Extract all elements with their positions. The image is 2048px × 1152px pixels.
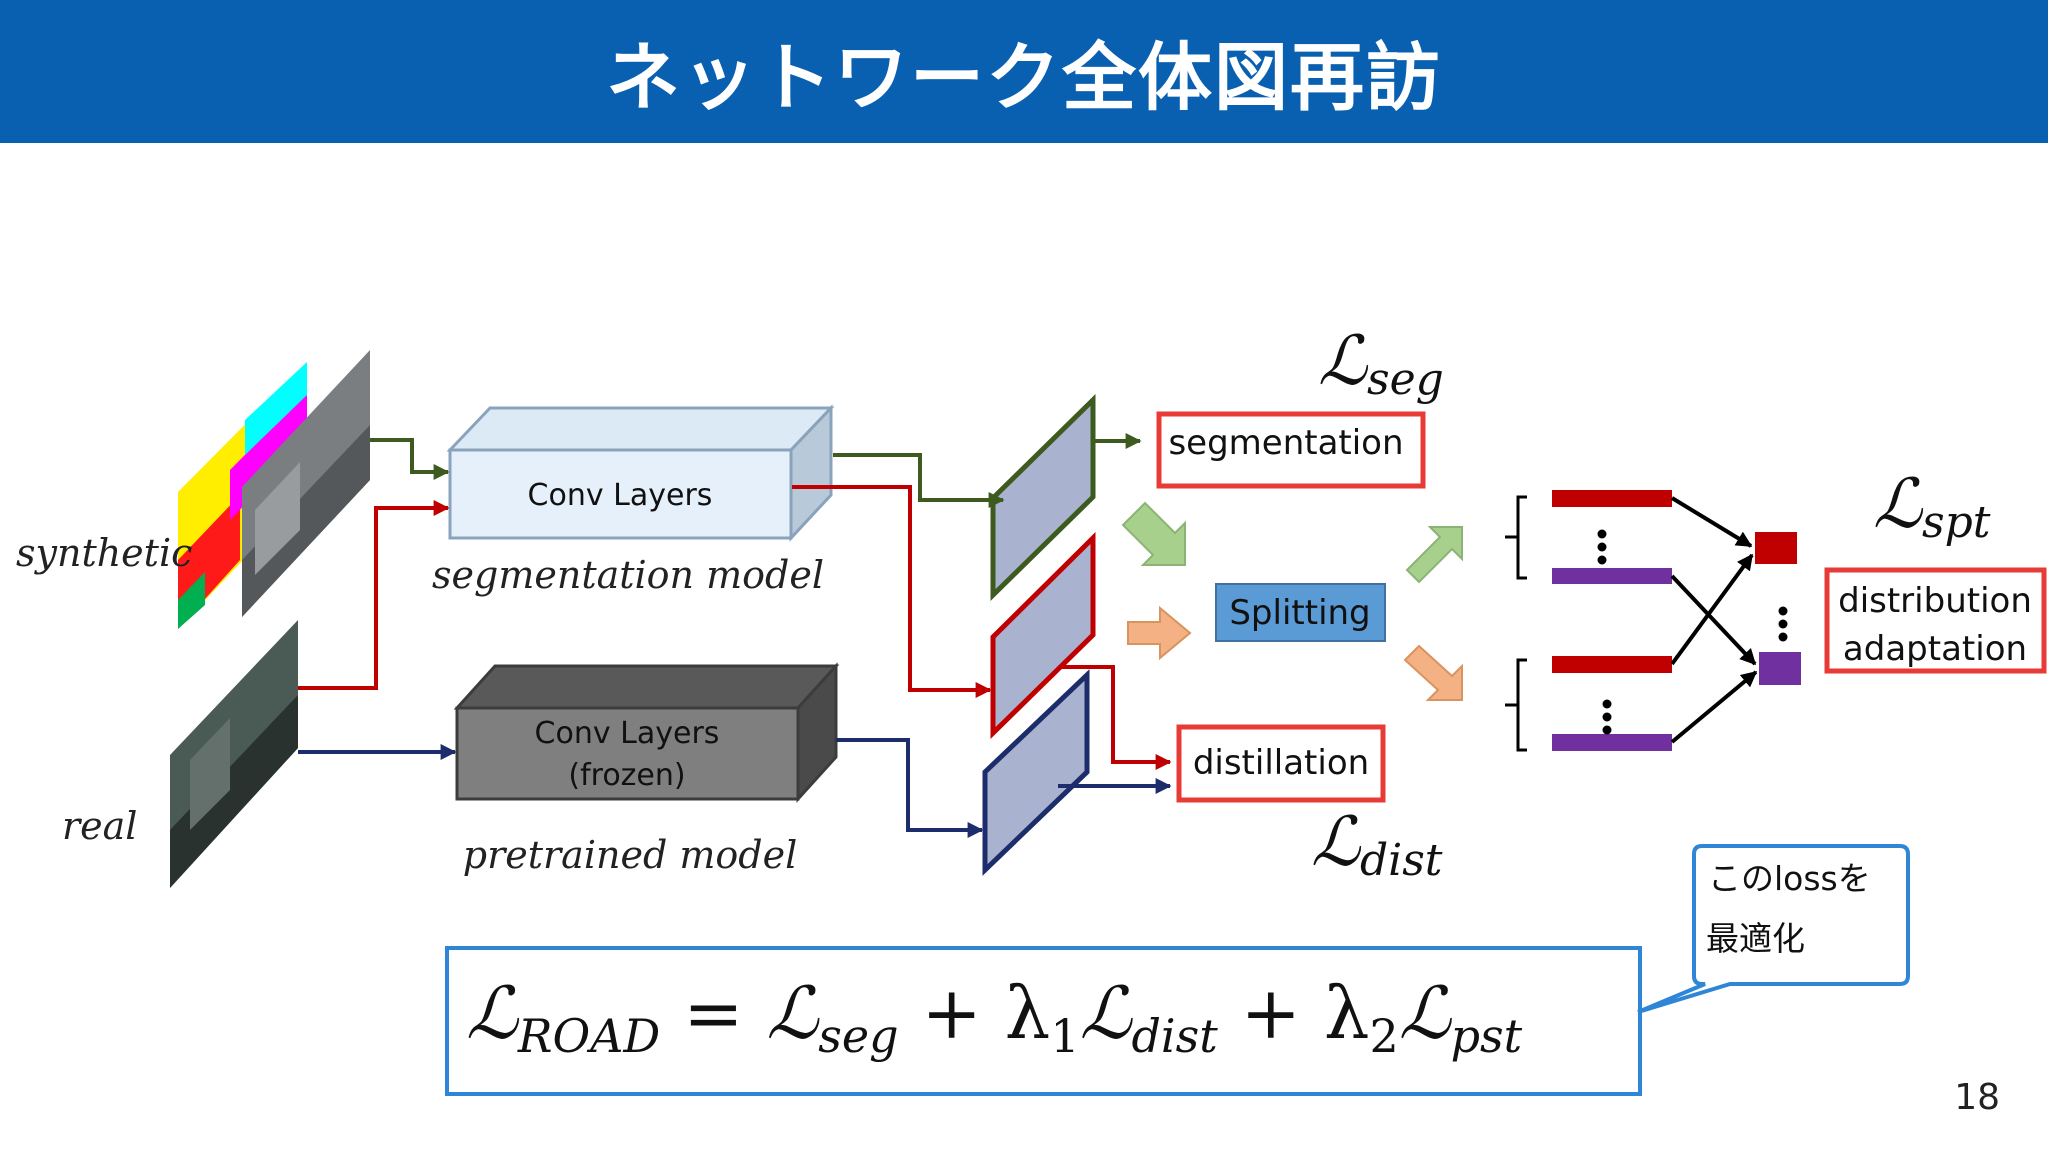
splitting-box bbox=[1215, 583, 1386, 642]
segmentation-to-synthetic-feature-arrow bbox=[833, 453, 1005, 508]
adaptation-line1: distribution bbox=[1838, 581, 2032, 621]
segmentation-model-box-label: Conv Layers bbox=[528, 478, 713, 513]
upper-group-brace bbox=[1505, 495, 1527, 580]
callout-line2: 最適化 bbox=[1706, 919, 1805, 958]
synthetic-to-segmentation-arrow bbox=[370, 438, 450, 480]
callout-bubble bbox=[1637, 844, 1910, 1014]
equation-box bbox=[445, 946, 1642, 1096]
pretrained-model-box bbox=[453, 662, 840, 803]
real-feature-to-distillation-arrow bbox=[1060, 665, 1172, 770]
distillation-output-box bbox=[1176, 724, 1386, 803]
distribution-adaptation-box bbox=[1824, 567, 2047, 674]
segmentation-output-box bbox=[1156, 411, 1426, 489]
segmentation-model-box bbox=[446, 404, 835, 542]
synthetic-feature-map bbox=[990, 394, 1096, 601]
ellipsis-dots bbox=[1597, 529, 1788, 735]
bar-to-square-arrows bbox=[1670, 496, 1758, 744]
real-to-segmentation-arrow bbox=[298, 500, 450, 690]
red-target-square bbox=[1755, 532, 1797, 564]
lower-purple-bar bbox=[1552, 734, 1672, 751]
real-image bbox=[170, 620, 298, 888]
purple-target-square bbox=[1759, 652, 1801, 685]
pretrained-to-feature-arrow bbox=[836, 738, 984, 838]
real-label: real bbox=[62, 804, 137, 848]
pretrained-model-box-line2: (frozen) bbox=[568, 758, 685, 793]
adaptation-line2: adaptation bbox=[1843, 629, 2027, 669]
upper-purple-bar bbox=[1552, 568, 1672, 584]
splitting-label: Splitting bbox=[1229, 593, 1370, 633]
segmentation-to-real-feature-arrow bbox=[792, 485, 992, 698]
output-block-arrows bbox=[1403, 526, 1463, 701]
synthetic-label: synthetic bbox=[16, 531, 192, 575]
lower-red-bar bbox=[1552, 656, 1672, 673]
real-feature-map bbox=[990, 532, 1096, 739]
upper-red-bar bbox=[1552, 490, 1672, 507]
pretrained-model-box-line1: Conv Layers bbox=[535, 716, 720, 751]
synthetic-image-group bbox=[178, 350, 370, 629]
segmentation-model-caption: segmentation model bbox=[432, 553, 824, 597]
distillation-output-label: distillation bbox=[1193, 743, 1369, 783]
loss-spt-label: ℒspt bbox=[1873, 465, 1991, 548]
segmentation-output-label: segmentation bbox=[1168, 423, 1403, 463]
loss-dist-label: ℒdist bbox=[1311, 803, 1443, 886]
page-number: 18 bbox=[1954, 1077, 2000, 1118]
loss-equation: ℒROAD = ℒseg + λ1ℒdist + λ2ℒpst bbox=[466, 971, 1523, 1063]
slide-title: ネットワーク全体図再訪 bbox=[0, 0, 2048, 143]
input-block-arrows bbox=[1121, 501, 1192, 661]
lower-group-brace bbox=[1505, 658, 1527, 752]
pretrained-model-caption: pretrained model bbox=[463, 833, 797, 877]
callout-line1: このlossを bbox=[1708, 859, 1871, 898]
loss-seg-label: ℒseg bbox=[1318, 322, 1444, 405]
pretrained-feature-map bbox=[982, 669, 1090, 876]
